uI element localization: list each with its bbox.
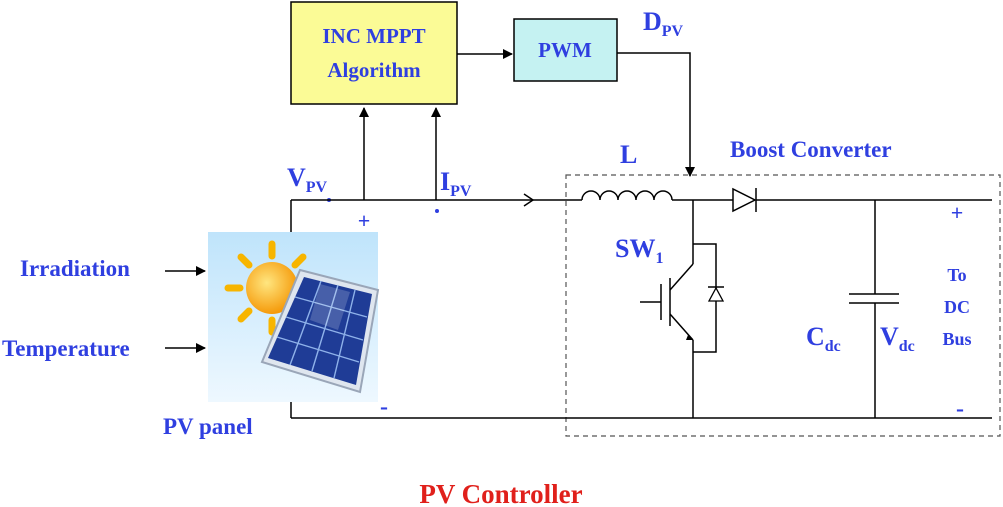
vdc-label: Vdc <box>880 322 915 355</box>
to-dc-bus-label-line2: DC <box>944 297 970 317</box>
duty-signal-line <box>617 52 695 177</box>
boost-converter-label: Boost Converter <box>730 137 892 162</box>
diode-symbol <box>732 187 757 213</box>
capacitor-label: Cdc <box>806 322 841 355</box>
temperature-label: Temperature <box>2 336 130 361</box>
mppt-label-line1: INC MPPT <box>322 24 425 48</box>
irradiation-label: Irradiation <box>20 256 130 281</box>
panel-minus-label: - <box>380 394 388 420</box>
diagram-title: PV Controller <box>419 479 582 507</box>
switch-label: SW1 <box>615 234 663 267</box>
output-plus-label: + <box>951 200 964 225</box>
panel-plus-label: + <box>358 208 371 233</box>
current-direction-arrow <box>523 193 535 207</box>
mppt-label-line2: Algorithm <box>327 58 421 82</box>
mppt-block: INC MPPT Algorithm <box>290 1 458 105</box>
vpv-label: VPV <box>287 163 328 196</box>
to-dc-bus-label-line1: To <box>947 265 966 285</box>
output-minus-label: - <box>956 396 964 422</box>
ipv-label: IPV <box>440 167 472 200</box>
to-dc-bus-label-line3: Bus <box>942 329 971 349</box>
boost-converter-boundary <box>565 174 1001 437</box>
pwm-label: PWM <box>538 38 592 62</box>
capacitor-symbol <box>849 200 899 418</box>
solar-panel-icon <box>208 232 380 402</box>
pv-panel-label: PV panel <box>163 414 253 439</box>
inductor-symbol <box>581 190 673 201</box>
inductor-label: L <box>620 140 637 169</box>
ipv-node-dot <box>435 209 439 213</box>
igbt-symbol <box>640 243 725 418</box>
duty-label: DPV <box>643 7 684 40</box>
pwm-block: PWM <box>513 18 618 82</box>
